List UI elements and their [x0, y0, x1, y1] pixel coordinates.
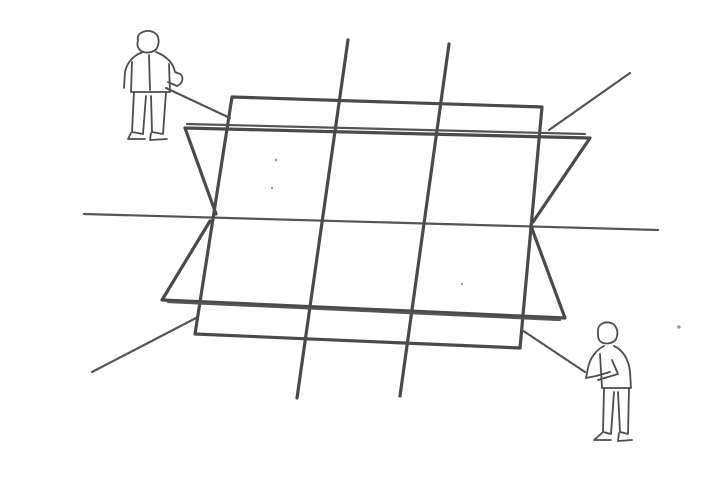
person-top-left-torso	[123, 51, 184, 89]
speck-4	[677, 325, 681, 329]
person-top-left-coat	[130, 54, 171, 93]
person-top-left-legs	[131, 91, 167, 135]
diagonal-line-top-right	[547, 71, 632, 132]
speck-2	[270, 186, 274, 190]
inner-line-upper	[185, 122, 587, 136]
person-top-left	[123, 30, 184, 141]
diagonal-line-bottom-left	[90, 316, 198, 374]
person-bottom-right-feet	[593, 432, 633, 442]
speck-1	[274, 158, 278, 162]
person-bottom-right	[585, 321, 633, 442]
person-bottom-right-arms	[585, 359, 619, 381]
vertical-line-left	[295, 38, 350, 400]
rope-top-left	[164, 86, 232, 120]
speck-3	[460, 282, 464, 286]
person-top-left-head	[136, 30, 160, 54]
front-frame-lower	[160, 219, 567, 320]
rope-bottom-right	[520, 328, 587, 374]
person-bottom-right-head	[597, 321, 619, 345]
back-frame-rectangle	[193, 95, 544, 350]
person-bottom-right-torso	[585, 345, 632, 389]
horizontal-axis-line	[82, 212, 660, 232]
person-top-left-feet	[127, 132, 168, 141]
inner-line-lower	[166, 300, 562, 322]
person-bottom-right-legs	[602, 387, 630, 435]
front-frame-upper	[183, 126, 592, 224]
